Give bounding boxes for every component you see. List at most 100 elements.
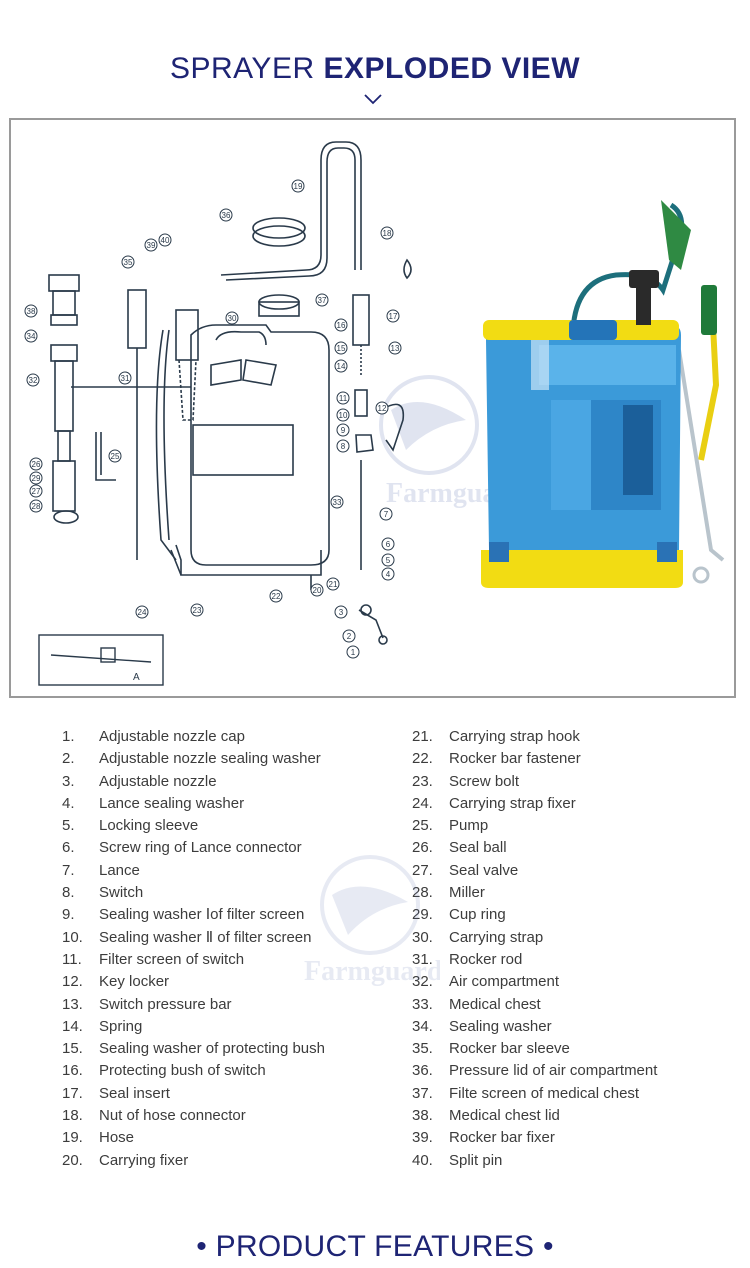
part-name: Pressure lid of air compartment [449,1062,658,1080]
inset-label: A [133,672,140,683]
part-name: Rocker bar fixer [449,1129,555,1147]
part-name: Sealing washer of protecting bush [99,1040,325,1058]
callout-circle [24,329,38,343]
part-item: 30. Carrying strap [412,927,732,949]
bullet-right: • [543,1230,554,1263]
chevron-down-icon [364,94,382,105]
part-item: 39.Rocker bar fixer [412,1127,732,1149]
part-name: Sealing washer Ⅰof filter screen [99,906,305,924]
callout-number: 3 [339,608,344,617]
part-number: 17. [62,1084,83,1102]
callout-number: 11 [339,394,348,403]
part-item: 25.Pump [412,815,732,837]
part-item: 34.Sealing washer [412,1016,732,1038]
callout-circle [336,408,350,422]
part-number: 28. [412,884,433,902]
part-name: Sealing washer Ⅱ of filter screen [99,928,312,946]
part-item: 38.Medical chest lid [412,1105,732,1127]
part-number: 19. [62,1129,83,1147]
callout-circle [381,553,395,567]
callout-circle [310,583,324,597]
callout-circle [269,589,283,603]
part-name: Filter screen of switch [99,950,245,968]
callout-number: 2 [347,632,352,641]
callout-circle [225,311,239,325]
callout-number: 38 [27,307,36,316]
part-item: 26.Seal ball [412,837,732,859]
part-number: 37. [412,1084,433,1102]
part-item: 27.Seal valve [412,860,732,882]
callout-number: 14 [337,362,346,371]
part-item: 37. Filte screen of medical chest [412,1083,732,1105]
part-item: 3.Adjustable nozzle [62,771,402,793]
callout-circle [118,371,132,385]
part-number: 16. [62,1062,83,1080]
part-name: Seal insert [99,1084,170,1102]
features-title: PRODUCT FEATURES [215,1230,535,1263]
part-name: Screw ring of Lance connector [99,839,302,857]
part-number: 11. [62,950,82,968]
part-number: 33. [412,995,433,1013]
brand-watermark-logo: Farmguard [304,855,440,987]
part-item: 32. Air compartment [412,971,732,993]
part-item: 13.Switch pressure bar [62,994,402,1016]
callout-circle [380,226,394,240]
part-name: Protecting bush of switch [99,1062,266,1080]
callout-number: 16 [337,321,346,330]
part-name: Seal ball [449,839,507,857]
callout-circle [315,293,329,307]
callout-number: 7 [384,510,389,519]
part-name: Filte screen of medical chest [449,1084,640,1102]
inset-detail: A [38,634,164,686]
part-number: 12. [62,973,83,991]
part-name: Lance [99,861,140,879]
part-number: 13. [62,995,83,1013]
part-number: 8. [62,884,75,902]
part-number: 36. [412,1062,433,1080]
title-light: SPRAYER [169,52,315,85]
callout-number: 18 [383,229,392,238]
part-name: Split pin [449,1151,503,1169]
part-number: 1. [62,728,75,745]
part-number: 5. [62,817,75,835]
callout-circle [121,255,135,269]
part-number: 2. [62,750,75,768]
part-name: Adjustable nozzle [99,772,217,790]
part-number: 25. [412,817,433,835]
callout-group: 1234567891011121314151617181920212223242… [24,179,402,659]
callout-circle [330,495,344,509]
part-number: 18. [62,1107,83,1125]
callout-circle [388,341,402,355]
part-number: 31. [412,950,433,968]
part-number: 30. [412,928,433,946]
callout-number: 5 [386,556,391,565]
part-name: Medical chest lid [449,1107,560,1125]
part-name: Carrying strap [449,928,544,946]
part-number: 21. [412,728,433,745]
part-name: Adjustable nozzle sealing washer [99,750,321,768]
callout-number: 15 [337,344,346,353]
part-number: 7. [62,861,75,879]
part-name: Air compartment [449,973,560,991]
callout-number: 40 [161,236,170,245]
part-item: 8.Switch [62,882,402,904]
part-number: 32. [412,973,433,991]
callout-number: 29 [32,474,41,483]
callout-number: 13 [391,344,400,353]
parts-list-left: 1. Adjustable nozzle cap 2. Adjustable nozz… [62,726,402,1172]
part-name: Adjustable nozzle cap [99,728,245,745]
part-name: Carrying fixer [99,1151,189,1169]
part-name: Rocker bar fastener [449,750,581,768]
part-item: 10.Sealing washer Ⅱ of filter screen [62,927,402,949]
callout-circle [219,208,233,222]
callout-circle [190,603,204,617]
part-item: 2. Adjustable nozzle sealing washer [62,748,402,770]
part-item: 16. Protecting bush of switch [62,1060,402,1082]
part-number: 15. [62,1040,83,1058]
bullet-left: • [196,1230,207,1263]
part-item: 23.Screw bolt [412,771,732,793]
callout-circle [381,567,395,581]
callout-number: 34 [27,332,36,341]
part-name: Screw bolt [449,772,520,790]
part-item: 7. Lance [62,860,402,882]
